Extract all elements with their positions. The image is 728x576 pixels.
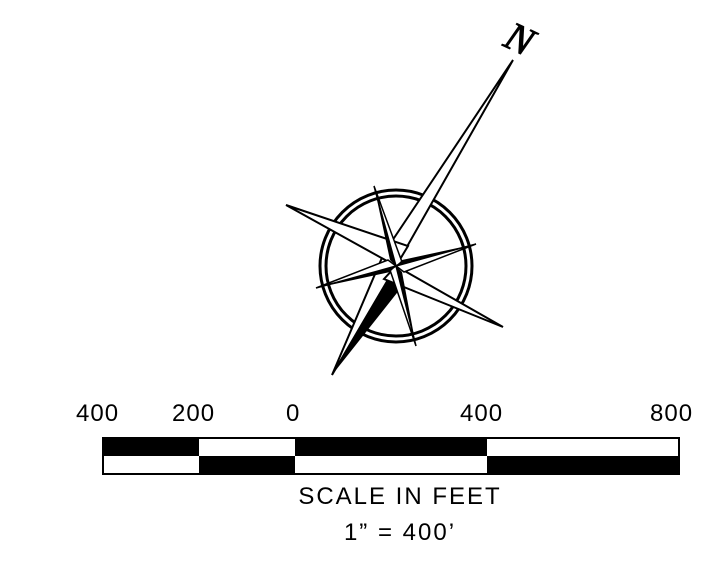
- scale-segment: [199, 456, 295, 474]
- scale-label-800: 800: [650, 400, 694, 427]
- scale-segment: [199, 438, 295, 456]
- scale-ratio: 1” = 400’: [343, 519, 457, 546]
- scale-label-400-right: 400: [460, 400, 504, 427]
- scale-label-400-left: 400: [76, 400, 120, 427]
- compass-inner-ring: [324, 194, 468, 338]
- compass-outer-ring: [318, 188, 474, 344]
- scale-segment: [295, 438, 487, 456]
- scale-bar-outline: [102, 437, 680, 475]
- scale-segment: [487, 456, 679, 474]
- scale-segment: [103, 456, 199, 474]
- compass-east-point: [382, 264, 504, 328]
- scale-segment: [103, 438, 199, 456]
- scale-label-200: 200: [172, 400, 216, 427]
- compass-secondary-points: [315, 185, 477, 347]
- scale-label-0: 0: [286, 400, 301, 427]
- scale-title: SCALE IN FEET: [298, 483, 502, 510]
- scale-segment: [487, 438, 679, 456]
- compass-west-point: [285, 204, 410, 268]
- scale-segment: [295, 456, 487, 474]
